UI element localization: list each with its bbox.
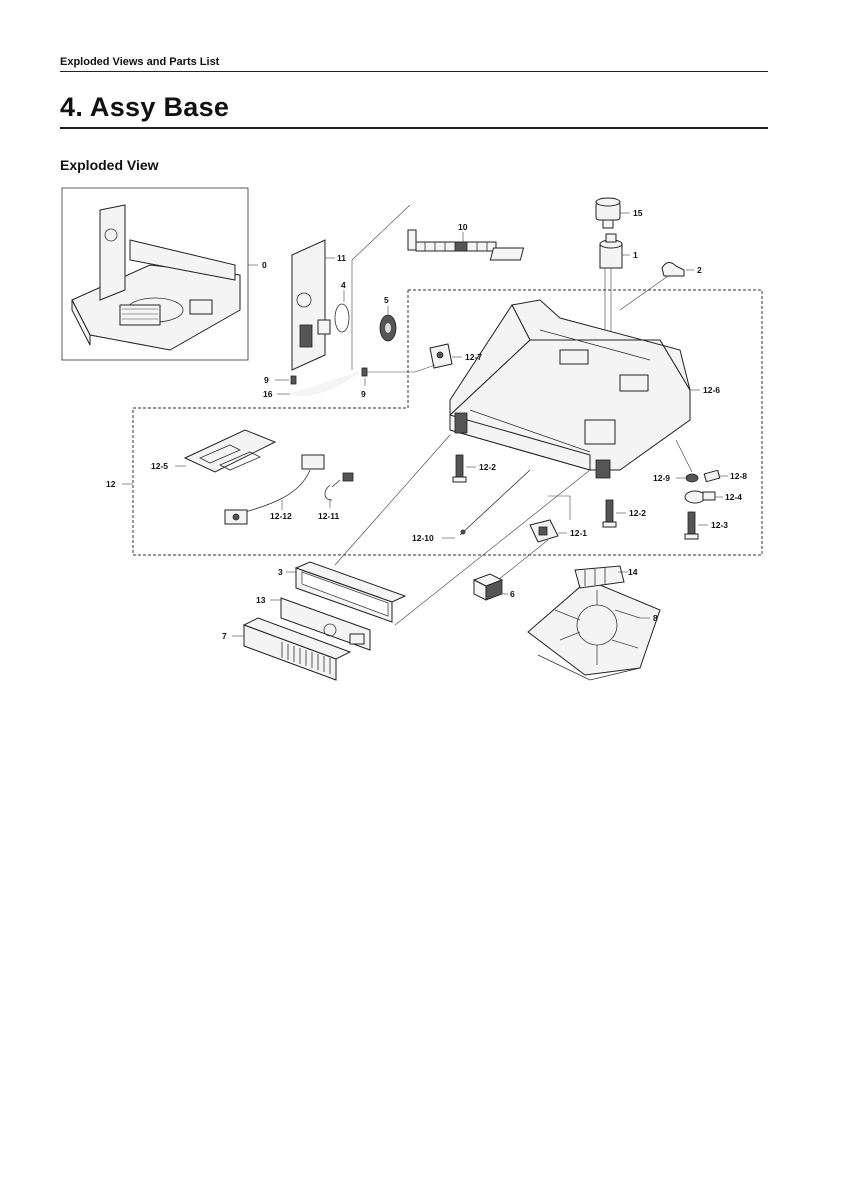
part-15-cap	[595, 197, 621, 229]
callout-12-10: 12-10	[412, 533, 434, 543]
callout-12: 12	[106, 479, 116, 489]
callout-5: 5	[384, 295, 389, 305]
callout-3: 3	[278, 567, 283, 577]
part-12-10-rod	[459, 469, 531, 536]
callout-12-8: 12-8	[730, 471, 747, 481]
callout-10: 10	[458, 222, 468, 232]
part-12-3-screw	[684, 511, 699, 540]
assembly-inset	[61, 187, 249, 361]
callout-12-4: 12-4	[725, 492, 742, 502]
part-8-plate	[527, 579, 661, 681]
part-7-grille	[242, 617, 352, 681]
callout-7: 7	[222, 631, 227, 641]
part-5-fan	[379, 314, 397, 342]
callout-12-6: 12-6	[703, 385, 720, 395]
part-12-12-harness	[224, 454, 325, 525]
part-2-clip	[661, 262, 685, 277]
callout-16: 16	[263, 389, 273, 399]
part-12-2-screw-left	[452, 454, 467, 483]
callout-9-right: 9	[361, 389, 366, 399]
part-13-panel	[280, 597, 371, 651]
part-14-duct	[574, 565, 625, 589]
exploded-view-heading: Exploded View	[60, 157, 159, 173]
part-12-11-sensor	[324, 472, 354, 501]
part-12-4-holder	[684, 490, 716, 504]
part-1-cylinder	[599, 233, 623, 269]
part-12-1-bracket	[529, 519, 559, 543]
part-9-screw-right	[361, 367, 368, 377]
header-rule	[60, 71, 768, 72]
callout-15: 15	[633, 208, 643, 218]
part-12-7-bracket	[429, 343, 453, 369]
part-11-panel	[291, 239, 331, 371]
callout-12-7: 12-7	[465, 352, 482, 362]
callout-6: 6	[510, 589, 515, 599]
callout-13: 13	[256, 595, 266, 605]
part-12-6-base-frame	[449, 299, 691, 479]
part-12-2-screw-right	[602, 499, 617, 528]
callout-12-1: 12-1	[570, 528, 587, 538]
group-12-boundary	[132, 289, 763, 556]
running-head: Exploded Views and Parts List	[60, 56, 220, 68]
callout-12-9: 12-9	[653, 473, 670, 483]
part-3-frame	[294, 561, 407, 623]
part-4-gasket	[334, 303, 350, 333]
part-9-screw-left	[290, 375, 297, 385]
part-12-8-spring	[703, 469, 721, 483]
part-6-box	[472, 573, 504, 601]
callout-0: 0	[262, 260, 267, 270]
title-rule	[60, 127, 768, 129]
callout-12-12: 12-12	[270, 511, 292, 521]
callout-12-2-right: 12-2	[629, 508, 646, 518]
callout-4: 4	[341, 280, 346, 290]
part-12-5-plate	[183, 429, 277, 473]
callout-12-5: 12-5	[151, 461, 168, 471]
callout-2: 2	[697, 265, 702, 275]
callout-14: 14	[628, 567, 638, 577]
callout-12-11: 12-11	[318, 511, 340, 521]
part-label-pad	[489, 247, 525, 261]
callout-11: 11	[337, 253, 346, 263]
part-10-tube	[407, 229, 497, 252]
part-12-9-washer	[685, 473, 699, 483]
callout-9-left: 9	[264, 375, 269, 385]
callout-1: 1	[633, 250, 638, 260]
section-title: 4. Assy Base	[60, 92, 230, 122]
callout-12-2-left: 12-2	[479, 462, 496, 472]
callout-12-3: 12-3	[711, 520, 728, 530]
callout-8: 8	[653, 613, 658, 623]
